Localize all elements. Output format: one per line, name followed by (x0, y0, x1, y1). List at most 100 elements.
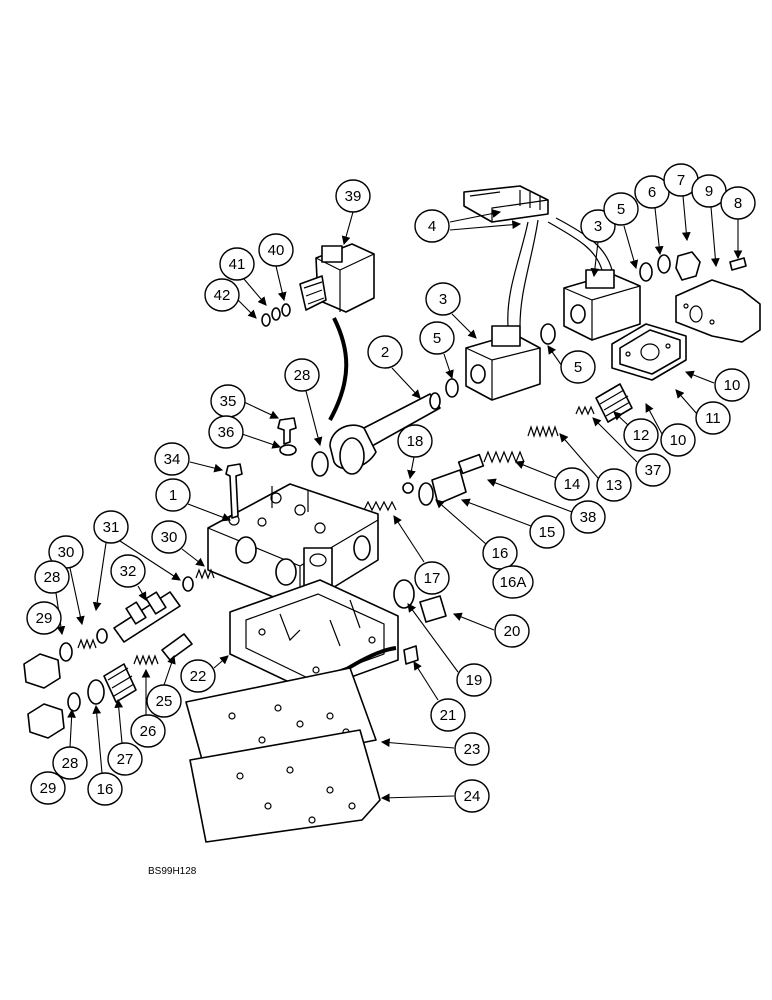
leader-arrow (684, 370, 715, 384)
leader-arrow (681, 195, 691, 242)
callout-label: 16A (500, 574, 527, 591)
callout-balloon (529, 515, 565, 549)
callout-label: 38 (580, 509, 597, 526)
spring-37 (575, 405, 595, 416)
callout-label: 7 (677, 172, 685, 189)
spring-30-lower (77, 638, 97, 650)
callout-label: 4 (428, 218, 436, 235)
washer-6 (657, 254, 671, 274)
callout-label: 2 (381, 344, 389, 361)
callout-label: 13 (606, 477, 623, 494)
callout-balloon (570, 500, 606, 534)
callout-balloon (397, 424, 433, 458)
callout-balloon (154, 442, 190, 476)
leader-arrow (486, 478, 573, 513)
o-ring-5-mid (540, 323, 556, 345)
callout-balloon (695, 401, 731, 435)
callout-balloon (26, 601, 62, 635)
solenoid-39 (261, 243, 375, 327)
callout-balloon (419, 321, 455, 355)
callout-c16a: 16 (435, 499, 518, 570)
leader-arrow (187, 503, 232, 522)
callout-c28a: 28 (284, 358, 323, 447)
callout-label: 30 (161, 529, 178, 546)
callout-label: 21 (440, 707, 457, 724)
leader-arrow (181, 548, 205, 567)
callout-balloon (208, 415, 244, 449)
plug-20 (419, 595, 447, 623)
callout-c17: 17 (393, 515, 450, 595)
assembly-path-39 (328, 317, 349, 421)
callout-label: 1 (169, 487, 177, 504)
washer-31-upper (182, 576, 194, 592)
callout-label: 14 (564, 476, 581, 493)
screw-8 (729, 257, 747, 271)
leader-arrow (380, 738, 455, 749)
leader-arrow (547, 345, 563, 367)
callout-c29a: 29 (26, 601, 62, 635)
callout-balloon (87, 772, 123, 806)
gasket-10-11 (611, 323, 687, 381)
o-ring-5-lower (445, 378, 459, 398)
spring-17 (363, 500, 397, 512)
plate-24 (189, 729, 381, 843)
leader-arrow (675, 389, 698, 415)
callout-label: 9 (705, 183, 713, 200)
callout-c10b: 10 (645, 403, 696, 457)
callout-label: 18 (407, 433, 424, 450)
leader-arrow (590, 241, 600, 278)
leader-arrow (592, 417, 638, 463)
leader-arrow (243, 278, 267, 306)
callout-label: 28 (62, 755, 79, 772)
screw-35 (277, 417, 297, 445)
callout-c13: 13 (559, 433, 632, 502)
callout-label: 6 (648, 184, 656, 201)
callout-c12: 12 (613, 411, 659, 452)
callout-c20: 20 (452, 612, 530, 648)
callout-c8: 8 (720, 186, 756, 260)
pin-25 (161, 633, 193, 661)
leader-arrow (710, 206, 720, 268)
leader-arrow (213, 655, 229, 669)
callout-c5c: 5 (547, 345, 596, 384)
leader-arrow (559, 433, 599, 479)
leader-arrow (275, 265, 287, 302)
callout-balloon (414, 209, 450, 243)
leader-arrow (305, 390, 323, 447)
callout-balloon (130, 714, 166, 748)
callout-balloon (425, 282, 461, 316)
callout-balloon (219, 247, 255, 281)
callout-c32: 32 (110, 554, 147, 601)
leader-arrow (460, 498, 532, 527)
callout-label: 16 (97, 781, 114, 798)
spring-14 (483, 450, 525, 464)
coil-3-upper (563, 269, 641, 341)
bolt-34 (225, 463, 243, 519)
callout-c27: 27 (107, 698, 143, 776)
callout-balloon (93, 510, 129, 544)
spring-13 (527, 425, 559, 438)
callout-balloon (146, 684, 182, 718)
callout-label: 12 (633, 427, 650, 444)
callout-c41: 41 (219, 247, 267, 306)
leader-arrow (163, 654, 176, 686)
callout-balloon (430, 698, 466, 732)
callout-c2: 2 (367, 335, 421, 399)
washer-36 (279, 444, 297, 456)
callout-label: 37 (645, 462, 662, 479)
callout-label: 5 (617, 201, 625, 218)
callout-label: 5 (433, 330, 441, 347)
callout-label: 30 (58, 544, 75, 561)
callout-balloon (456, 663, 492, 697)
spring-26 (133, 654, 159, 666)
callout-balloon (554, 467, 590, 501)
callout-balloon (34, 560, 70, 594)
leader-arrow (92, 704, 103, 774)
callout-label: 32 (120, 563, 137, 580)
screw-21 (403, 645, 419, 665)
callout-c6: 6 (634, 175, 670, 256)
callout-balloon (414, 561, 450, 595)
leader-arrow (452, 612, 495, 631)
callout-label: 31 (103, 519, 120, 536)
callout-c18: 18 (397, 424, 433, 480)
